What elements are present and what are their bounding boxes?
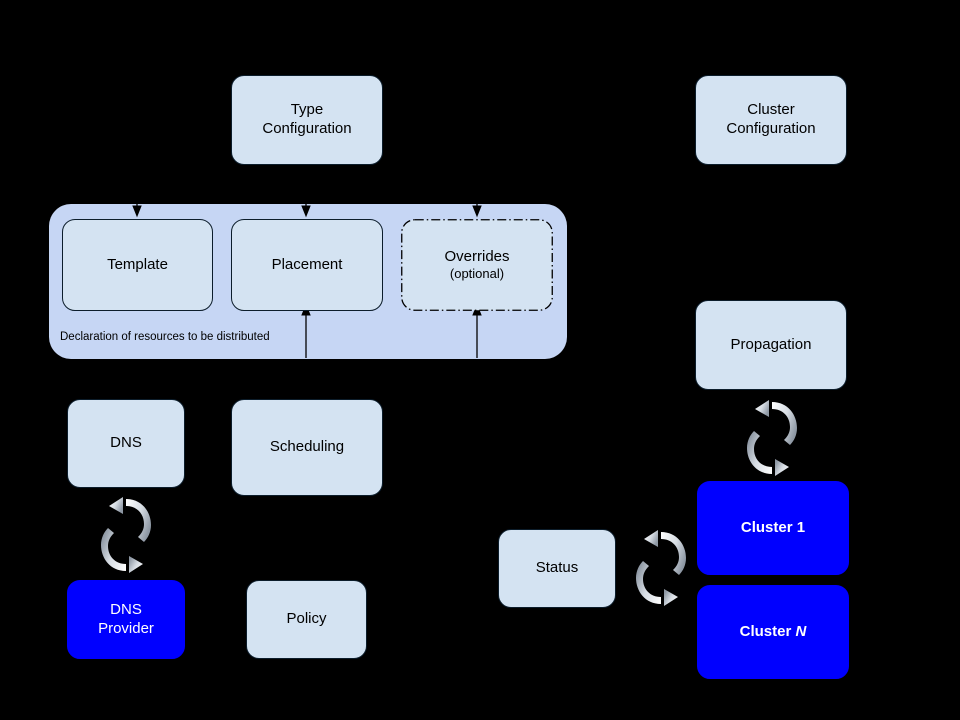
node-dns-provider[interactable]: DNS Provider — [67, 580, 185, 659]
node-cluster-1[interactable]: Cluster 1 — [697, 481, 849, 575]
node-propagation[interactable]: Propagation — [695, 300, 847, 390]
node-cluster-n-label: Cluster N — [740, 623, 807, 642]
node-overrides[interactable]: Overrides (optional) — [401, 219, 553, 311]
group-caption: Declaration of resources to be distribut… — [60, 331, 270, 343]
node-type-configuration[interactable]: Type Configuration — [231, 75, 383, 165]
node-template[interactable]: Template — [62, 219, 213, 311]
node-overrides-text: Overrides (optional) — [444, 247, 510, 282]
node-template-label: Template — [107, 255, 168, 273]
node-placement[interactable]: Placement — [231, 219, 383, 311]
node-dns-provider-text: DNS Provider — [98, 600, 154, 637]
node-type-configuration-text: Type Configuration — [262, 101, 352, 137]
sync-cycle-icon — [101, 497, 151, 573]
node-policy[interactable]: Policy — [246, 580, 367, 659]
node-dns[interactable]: DNS — [67, 399, 185, 488]
cluster-n-suffix: N — [795, 622, 807, 640]
node-cluster-1-label: Cluster 1 — [740, 518, 806, 536]
node-cluster-n[interactable]: Cluster N — [697, 585, 849, 679]
node-cluster-configuration-text: Cluster Configuration — [726, 101, 816, 137]
connector-typeconfig-to-overrides — [472, 160, 482, 218]
node-status-label: Status — [535, 559, 579, 577]
node-propagation-label: Propagation — [730, 335, 812, 353]
node-placement-label: Placement — [271, 255, 343, 273]
node-scheduling-label: Scheduling — [269, 438, 345, 456]
node-cluster-configuration[interactable]: Cluster Configuration — [695, 75, 847, 165]
connector-typeconfig-to-template — [132, 160, 142, 218]
node-status[interactable]: Status — [498, 529, 616, 608]
connector-typeconfig-to-placement — [301, 160, 311, 218]
sync-cycle-icon — [747, 400, 797, 476]
node-policy-label: Policy — [286, 610, 327, 628]
cluster-n-prefix: Cluster — [739, 622, 796, 640]
node-scheduling[interactable]: Scheduling — [231, 399, 383, 496]
overrides-dashdot-border — [401, 219, 553, 311]
sync-cycle-icon — [636, 530, 686, 606]
node-dns-label: DNS — [110, 434, 142, 452]
